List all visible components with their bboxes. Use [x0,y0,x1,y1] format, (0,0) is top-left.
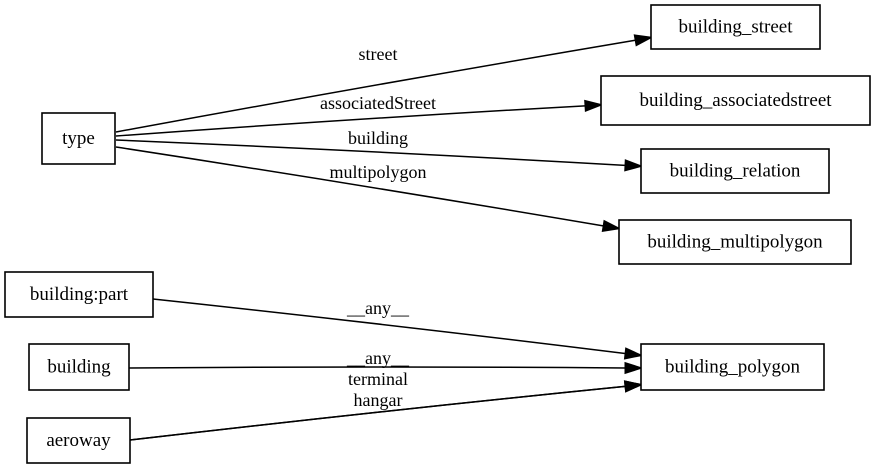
node-label: building_relation [670,160,801,181]
edge-label: __any__ [346,298,410,318]
edge-type-to-building_relation [115,139,644,172]
edge-type-to-building_associatedstreet [115,99,604,137]
arrowhead-icon [623,347,644,360]
edge-line [129,385,626,441]
node-label: building [47,356,111,377]
node-label: building_polygon [665,356,801,377]
edge-line [115,105,586,137]
node-type[interactable]: type [41,112,116,165]
edge-type-to-building_street [115,34,654,133]
node-building_part[interactable]: building:part [4,271,154,318]
node-building_relation[interactable]: building_relation [640,148,830,194]
edges-layer [115,34,654,441]
node-building_multipolygon[interactable]: building_multipolygon [618,219,852,265]
edge-aeroway-to-building_polygon [129,380,644,441]
edge-line [115,146,604,227]
node-box[interactable] [41,112,116,165]
node-box[interactable] [600,75,871,126]
edge-label: associatedStreet [320,93,436,113]
node-building[interactable]: building [28,343,130,391]
edge-label: hangar [354,390,403,410]
edge-line [115,39,636,133]
node-label: building:part [30,284,129,305]
node-box[interactable] [26,417,131,464]
edge-type-to-building_multipolygon [115,146,622,232]
edge-label: street [359,44,398,64]
node-building_associatedstreet[interactable]: building_associatedstreet [600,75,871,126]
node-box[interactable] [28,343,130,391]
edge-line [115,139,626,167]
node-box[interactable] [640,343,825,391]
node-label: building_multipolygon [647,231,823,252]
arrowhead-icon [624,361,644,375]
edge-line [152,298,626,355]
arrowhead-icon [633,34,654,47]
node-label: aeroway [46,430,111,451]
node-building_street[interactable]: building_street [650,4,821,50]
edge-label: __any__ [346,348,410,368]
arrowhead-icon [584,99,604,113]
node-label: building_associatedstreet [639,90,832,111]
node-label: building_street [679,16,794,37]
edge-label: terminal [348,369,408,389]
node-box[interactable] [650,4,821,50]
edge-line [128,366,626,369]
edge-building-to-building_polygon [128,361,644,375]
arrowhead-icon [624,159,644,172]
node-box[interactable] [618,219,852,265]
edge-building_part-to-building_polygon [152,298,644,360]
arrowhead-icon [623,380,644,393]
node-label: type [62,128,95,149]
node-building_polygon[interactable]: building_polygon [640,343,825,391]
edge-label: building [348,128,408,148]
edge-label: multipolygon [329,162,426,182]
edge-labels-layer: street associatedStreet building multipolyg… [320,44,436,410]
node-box[interactable] [4,271,154,318]
node-aeroway[interactable]: aeroway [26,417,131,464]
nodes-layer: type building_street building_associatedst… [4,4,871,464]
node-box[interactable] [640,148,830,194]
arrowhead-icon [601,219,622,232]
